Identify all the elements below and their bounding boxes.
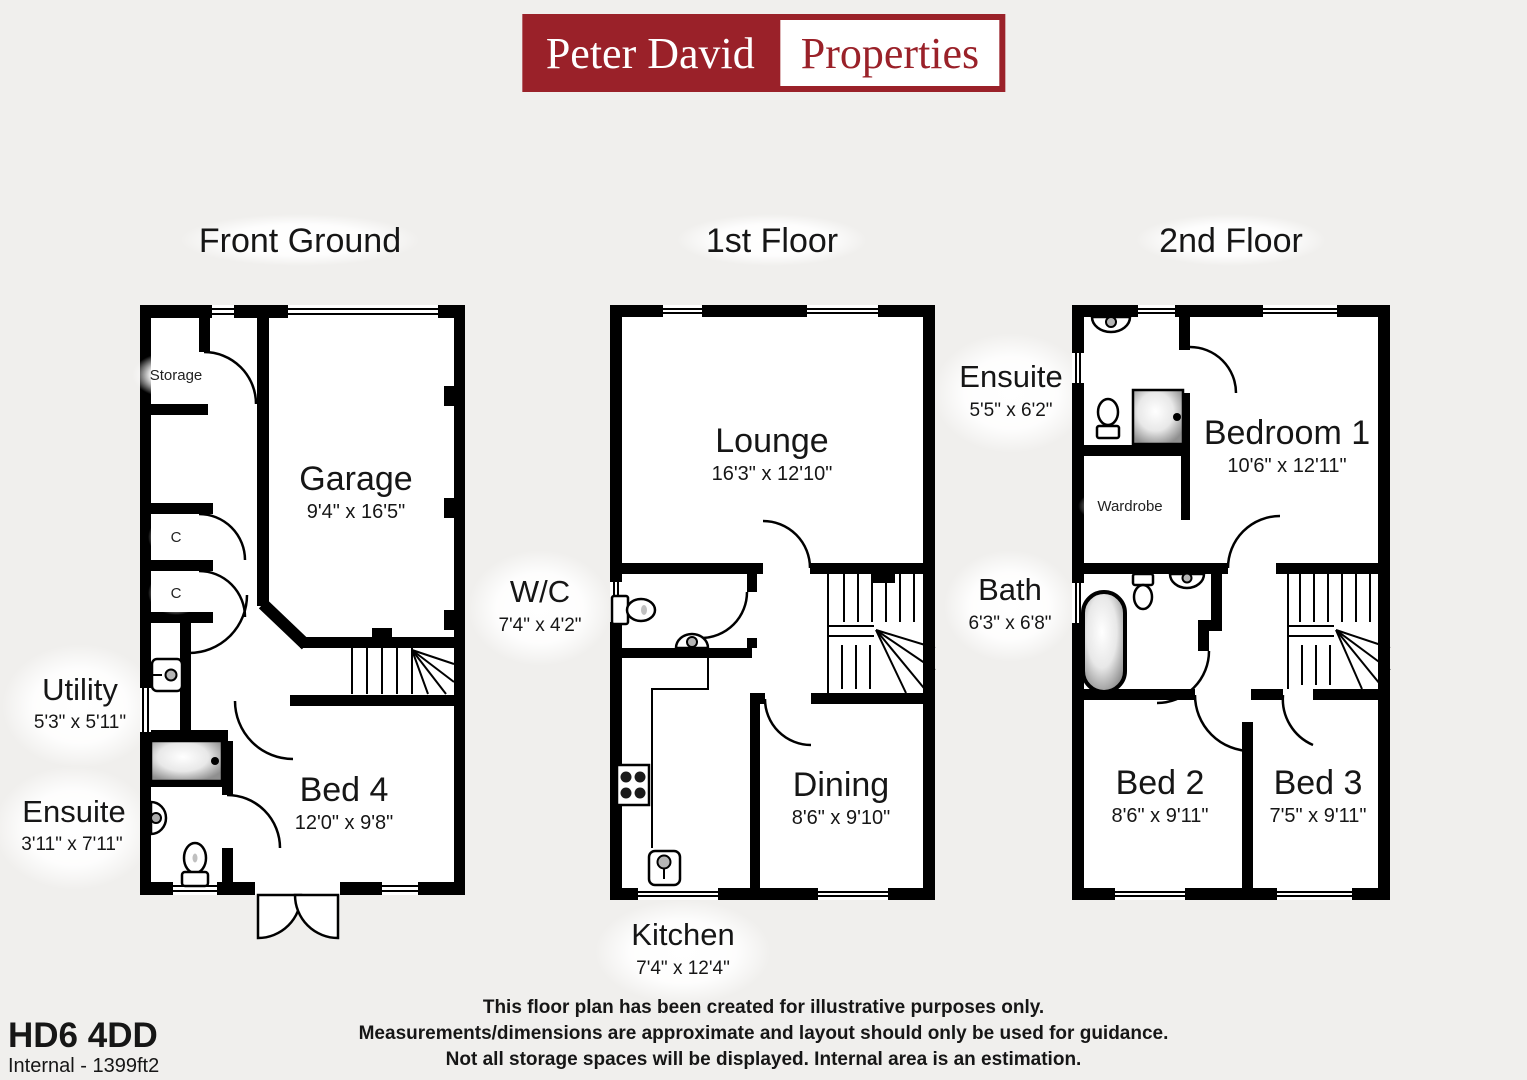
storage-label: Storage [150, 367, 203, 384]
second-floor-floorplan: 2nd Floor Ensuite 5'5" x 6'2" Bedroom 1 … [959, 222, 1391, 900]
first-floor-windows [610, 305, 888, 900]
kitchen-dims: 7'4" x 12'4" [636, 958, 730, 979]
first-floor-door-arcs [700, 519, 812, 747]
wc-sink-fixture [674, 632, 710, 650]
kitchen-counter [651, 658, 709, 848]
postcode: HD6 4DD [8, 1016, 158, 1055]
bath-sink-fixture [1168, 572, 1206, 590]
disclaimer: This floor plan has been created for ill… [359, 995, 1169, 1073]
dining-dims: 8'6" x 9'10" [792, 807, 891, 829]
label-halos [0, 214, 1326, 1004]
brand-logo: Peter David Properties [521, 14, 1006, 92]
bedroom1-dims: 10'6" x 12'11" [1227, 455, 1346, 477]
bedroom1-label: Bedroom 1 [1204, 414, 1370, 452]
second-floor-walls [1072, 305, 1390, 900]
bath-dims: 6'3" x 6'8" [968, 613, 1051, 634]
dining-label: Dining [793, 766, 889, 804]
second-floor-door-arcs [1156, 345, 1314, 753]
closet1-label: C [171, 529, 182, 546]
lounge-label: Lounge [715, 422, 828, 460]
wardrobe-label: Wardrobe [1097, 498, 1162, 515]
utility-label: Utility [42, 672, 118, 707]
first-floor-footprint [610, 305, 935, 900]
toilet-fixture [180, 841, 210, 888]
bath-label: Bath [978, 572, 1042, 607]
garage-dims: 9'4" x 16'5" [307, 501, 406, 523]
fg-ensuite-dims: 3'11" x 7'11" [21, 834, 122, 855]
disclaimer-line-1: This floor plan has been created for ill… [482, 997, 1045, 1018]
ensuite-toilet-fixture [1095, 397, 1121, 440]
ensuite-sink-fixture [1090, 315, 1132, 334]
second-floor-stairs [1287, 574, 1391, 690]
sf-ensuite-dims: 5'5" x 6'2" [969, 400, 1052, 421]
fg-ensuite-label: Ensuite [22, 794, 125, 829]
first-floor-stairs [827, 574, 936, 694]
disclaimer-line-3: Not all storage spaces will be displayed… [445, 1049, 1082, 1070]
bed3-label: Bed 3 [1274, 764, 1363, 802]
front-ground-floorplan: Front Ground Storage Garage 9'4" x 16'5"… [21, 222, 465, 940]
front-ground-stairs [351, 648, 455, 695]
bathtub-fixture [1081, 590, 1127, 694]
bed4-label: Bed 4 [300, 771, 389, 809]
ensuite-shower-fixture [1131, 388, 1185, 446]
bath-toilet-fixture [1131, 572, 1155, 611]
utility-dims: 5'3" x 5'11" [34, 712, 126, 733]
second-floor-windows [1072, 305, 1352, 900]
wc-dims: 7'4" x 4'2" [498, 615, 581, 636]
brand-name-right: Properties [780, 20, 1000, 86]
bed4-dims: 12'0" x 9'8" [295, 812, 394, 834]
front-ground-title: Front Ground [199, 222, 401, 260]
wc-toilet-fixture [610, 594, 657, 626]
bed2-dims: 8'6" x 9'11" [1111, 805, 1208, 827]
ensuite-sink-fixture [149, 800, 168, 836]
second-floor-footprint [1072, 305, 1390, 900]
second-floor-title: 2nd Floor [1159, 222, 1303, 260]
kitchen-sink-fixture [647, 849, 682, 887]
bed3-dims: 7'5" x 9'11" [1269, 805, 1366, 827]
front-ground-door-arcs [188, 350, 294, 849]
shower-fixture [149, 739, 224, 783]
disclaimer-line-2: Measurements/dimensions are approximate … [358, 1023, 1169, 1044]
first-floor-floorplan: 1st Floor Lounge 16'3" x 12'10" W/C 7'4"… [498, 222, 936, 979]
brand-name-left: Peter David [545, 28, 755, 78]
garage-label: Garage [299, 460, 412, 498]
lounge-dims: 16'3" x 12'10" [712, 463, 833, 485]
first-floor-title: 1st Floor [706, 222, 838, 260]
french-doors [255, 882, 340, 940]
kitchen-label: Kitchen [631, 917, 734, 952]
sf-ensuite-label: Ensuite [959, 359, 1062, 394]
wc-label: W/C [510, 574, 570, 609]
utility-sink-fixture [150, 657, 184, 693]
stove-fixture [615, 763, 651, 807]
internal-area: Internal - 1399ft2 [8, 1055, 160, 1077]
closet2-label: C [171, 585, 182, 602]
bed2-label: Bed 2 [1116, 764, 1205, 802]
